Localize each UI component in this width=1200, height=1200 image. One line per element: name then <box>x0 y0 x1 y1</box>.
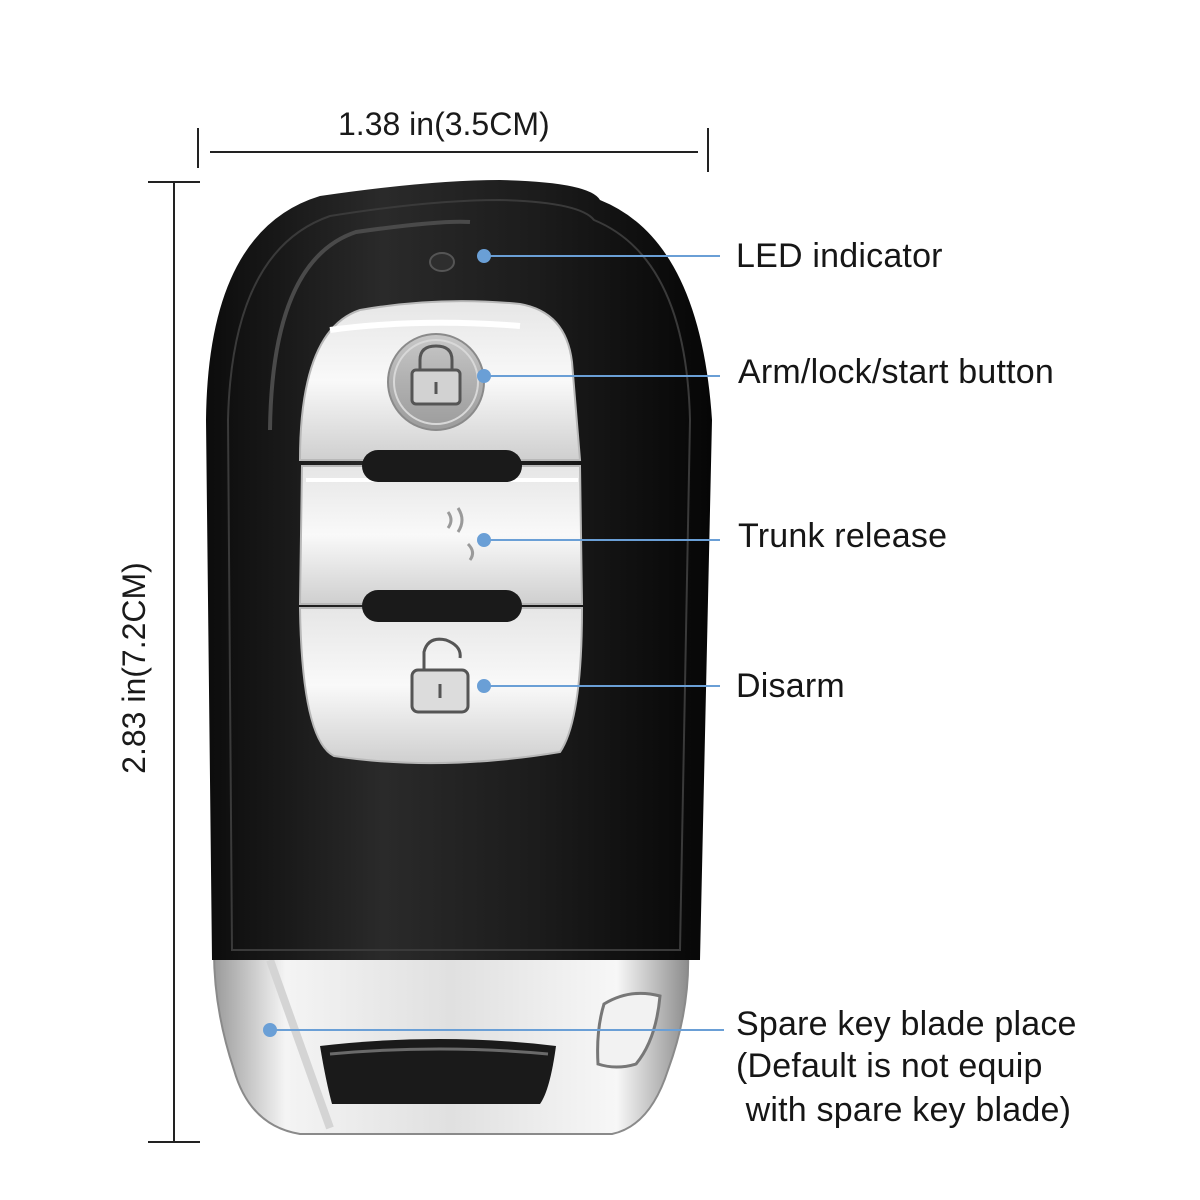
separator-bar-lower <box>362 590 522 622</box>
trunk-waves-icon <box>446 507 475 561</box>
width-dimension-label: 1.38 in(3.5CM) <box>338 106 550 142</box>
padlock-open-icon <box>410 637 470 714</box>
spare-key-blade-cap <box>212 951 690 1135</box>
spare-key-label-line3: with spare key blade) <box>736 1091 1072 1129</box>
trunk-release-button[interactable] <box>330 490 550 586</box>
padlock-closed-icon <box>410 344 462 406</box>
height-dimension-label: 2.83 in(7.2CM) <box>116 562 152 774</box>
spare-key-label-line1: Spare key blade place <box>736 1005 1077 1043</box>
spare-key-label-line2: (Default is not equip <box>736 1047 1043 1085</box>
arm-lock-start-label: Arm/lock/start button <box>738 353 1054 391</box>
width-dimension <box>197 128 709 172</box>
trunk-release-label: Trunk release <box>738 517 948 555</box>
disarm-label: Disarm <box>736 667 845 705</box>
height-dimension <box>148 181 200 1143</box>
led-indicator <box>429 252 455 272</box>
separator-bar-upper <box>362 450 522 482</box>
leader-lines <box>263 249 724 1037</box>
led-indicator-label: LED indicator <box>736 237 943 275</box>
